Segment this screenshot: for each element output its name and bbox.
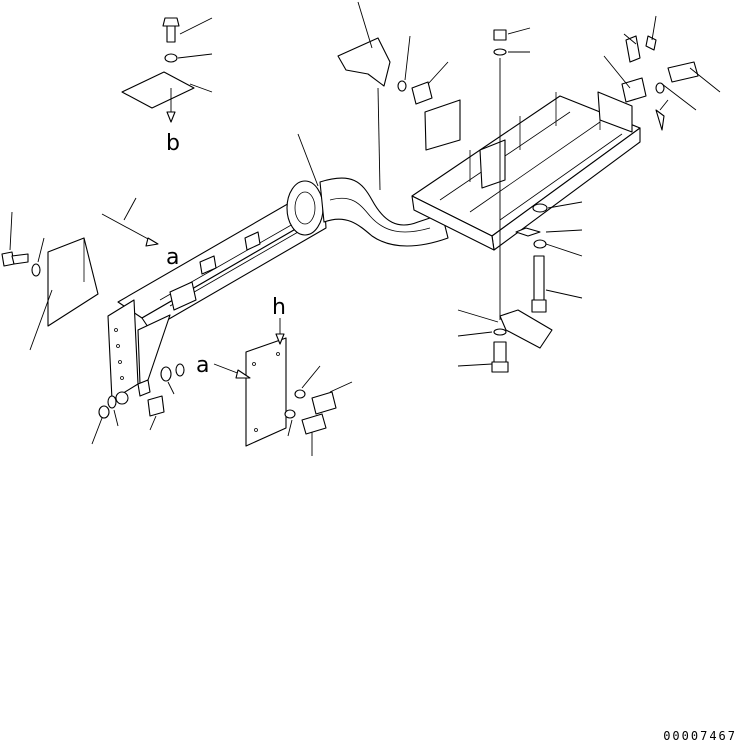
right-bracket-plate	[245, 337, 287, 447]
top-center-bracket	[337, 1, 449, 191]
right-stud-group	[457, 27, 583, 373]
view-b-label: b	[166, 131, 180, 156]
top-right-pin-group	[603, 15, 721, 131]
left-cover-plate	[47, 237, 99, 327]
view-h-label: h	[272, 295, 286, 320]
flange-leader	[297, 133, 319, 187]
end-plate	[107, 299, 171, 405]
drawing-number: 00007467	[663, 729, 737, 743]
view-a-label-left: a	[166, 245, 179, 270]
view-b-fastener-set	[121, 17, 213, 123]
left-bolt-group	[1, 197, 159, 351]
bottom-left-parts	[91, 363, 185, 445]
bottom-right-bolt-group	[213, 318, 353, 456]
view-a-label-right: a	[196, 353, 209, 378]
main-frame	[117, 91, 641, 331]
